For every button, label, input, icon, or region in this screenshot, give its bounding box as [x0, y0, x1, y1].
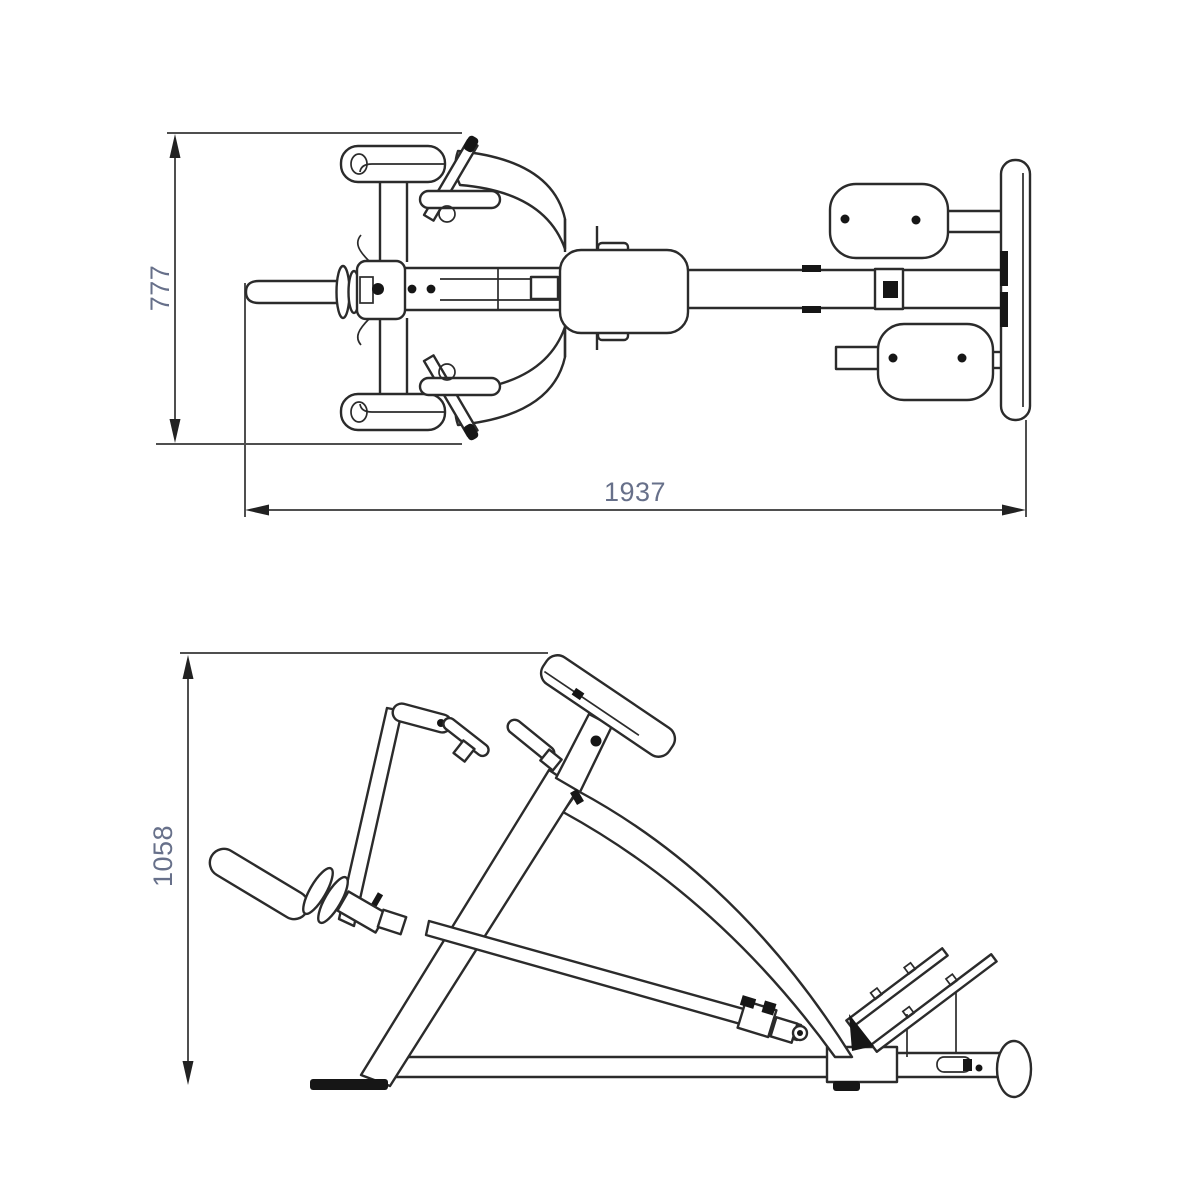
dimension-777: 777 [145, 132, 462, 445]
horizontal-grip-top [418, 189, 502, 210]
rear-extension [825, 1039, 1033, 1099]
beam-weld-mark [802, 265, 821, 272]
pad-button [888, 353, 898, 363]
horizontal-grip-bottom [418, 376, 502, 397]
feet [310, 1079, 860, 1091]
collar-disc [302, 866, 334, 916]
adjuster-pin [883, 281, 898, 298]
pad-mark [571, 687, 585, 701]
arrow-right-icon [1002, 504, 1026, 516]
base-frame [374, 1055, 830, 1079]
slot-pin [963, 1059, 972, 1071]
bolt-dot [407, 284, 417, 294]
front-cross-frame [339, 144, 447, 432]
pad-upper [828, 182, 950, 260]
loading-bar [244, 279, 340, 305]
machine-top-view [244, 135, 1032, 441]
bar-sleeve [208, 847, 408, 936]
arc-lower [454, 325, 567, 427]
side-view: 1058 [148, 652, 1033, 1099]
grip-knuckle [438, 363, 456, 381]
main-beam [688, 265, 1002, 313]
pad-button [911, 215, 921, 225]
end-cap [995, 1039, 1033, 1099]
plate-weld-mark [1000, 292, 1008, 327]
junction-mark [570, 788, 584, 806]
plate-cleat [902, 961, 917, 976]
seat-cushion [558, 248, 690, 335]
slot-dot [975, 1064, 983, 1072]
pad-button [840, 214, 850, 224]
plate-cleat [869, 986, 884, 1001]
chest-pad-assembly [539, 654, 677, 806]
u-foot-top-bend [350, 153, 368, 175]
plate-bracket [849, 1014, 874, 1051]
pivot-dot [797, 1030, 803, 1036]
grip-bracket [539, 748, 563, 772]
pad-lower [876, 322, 995, 402]
pivot-dot [372, 283, 384, 295]
grip-end-cap [463, 135, 479, 153]
plate-cleat [901, 1005, 916, 1020]
shaft-clamp [529, 275, 560, 301]
arrow-up-icon [169, 134, 181, 158]
dimension-label-777: 777 [145, 265, 175, 312]
pivot-clamp [739, 995, 757, 1009]
center-shaft [404, 266, 560, 312]
pivot-clamp [761, 1000, 777, 1016]
foot-plates [845, 947, 998, 1057]
lever-pivot [736, 995, 809, 1044]
bar-grip [208, 847, 310, 921]
dimension-label-1058: 1058 [148, 825, 178, 887]
grip-knuckle [438, 205, 456, 223]
top-bar-grip [391, 702, 453, 734]
chest-pad [539, 654, 677, 758]
collar-disc [317, 875, 349, 925]
rear-plate [999, 158, 1032, 422]
beam-weld-mark [802, 306, 821, 313]
support-arc [561, 789, 854, 1059]
u-foot-bottom-bend [350, 401, 368, 423]
pad-rail-stub [834, 345, 881, 371]
sleeve [376, 908, 408, 936]
arrow-down-icon [169, 419, 181, 443]
grip-end-cap [463, 423, 479, 441]
bolt-dot [426, 284, 436, 294]
seat-pad [558, 241, 690, 342]
rear-foot [833, 1081, 860, 1091]
dimension-1058: 1058 [148, 652, 548, 1085]
machine-side-view [208, 654, 1033, 1099]
arrow-up-icon [182, 655, 194, 679]
rear-plate-body [999, 158, 1032, 422]
pad-button [957, 353, 967, 363]
arrow-left-icon [245, 504, 269, 516]
grip-handles [418, 135, 502, 441]
plate-weld-mark [1000, 251, 1008, 286]
upper-grips [391, 702, 563, 772]
front-foot [310, 1079, 388, 1090]
plate-cleat [944, 972, 959, 987]
top-view: 777 1937 [145, 132, 1032, 517]
dimension-1937: 1937 [244, 283, 1027, 517]
bar-and-pivot [244, 234, 407, 346]
dimension-label-1937: 1937 [604, 477, 666, 507]
foot-plate-bar [870, 953, 998, 1053]
grip-bracket [452, 739, 476, 763]
pad-post [554, 712, 614, 794]
foot-plate-bar [845, 947, 949, 1029]
post-bolt [590, 735, 602, 747]
thigh-pads [828, 182, 995, 402]
arrow-down-icon [182, 1061, 194, 1085]
